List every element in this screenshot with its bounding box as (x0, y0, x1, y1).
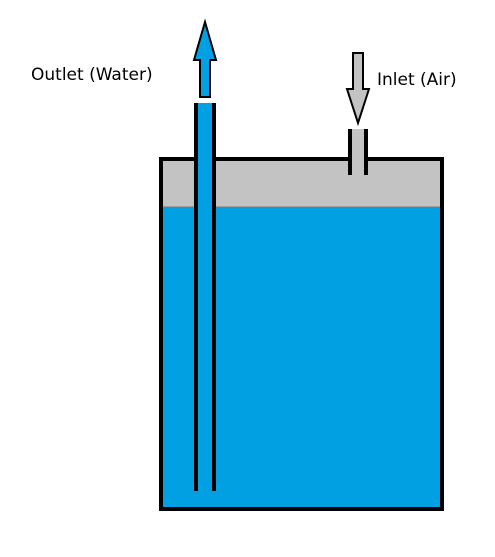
outlet-pipe-water (196, 103, 214, 489)
inlet-pipe-air (350, 129, 366, 175)
tank-wall (159, 157, 444, 511)
inlet-pipe (348, 129, 368, 175)
inlet-arrow-icon (345, 52, 371, 127)
outlet-pipe (194, 103, 216, 491)
inlet-label: Inlet (Air) (377, 70, 457, 90)
outlet-label: Outlet (Water) (31, 65, 153, 85)
outlet-arrow-icon (192, 18, 218, 98)
